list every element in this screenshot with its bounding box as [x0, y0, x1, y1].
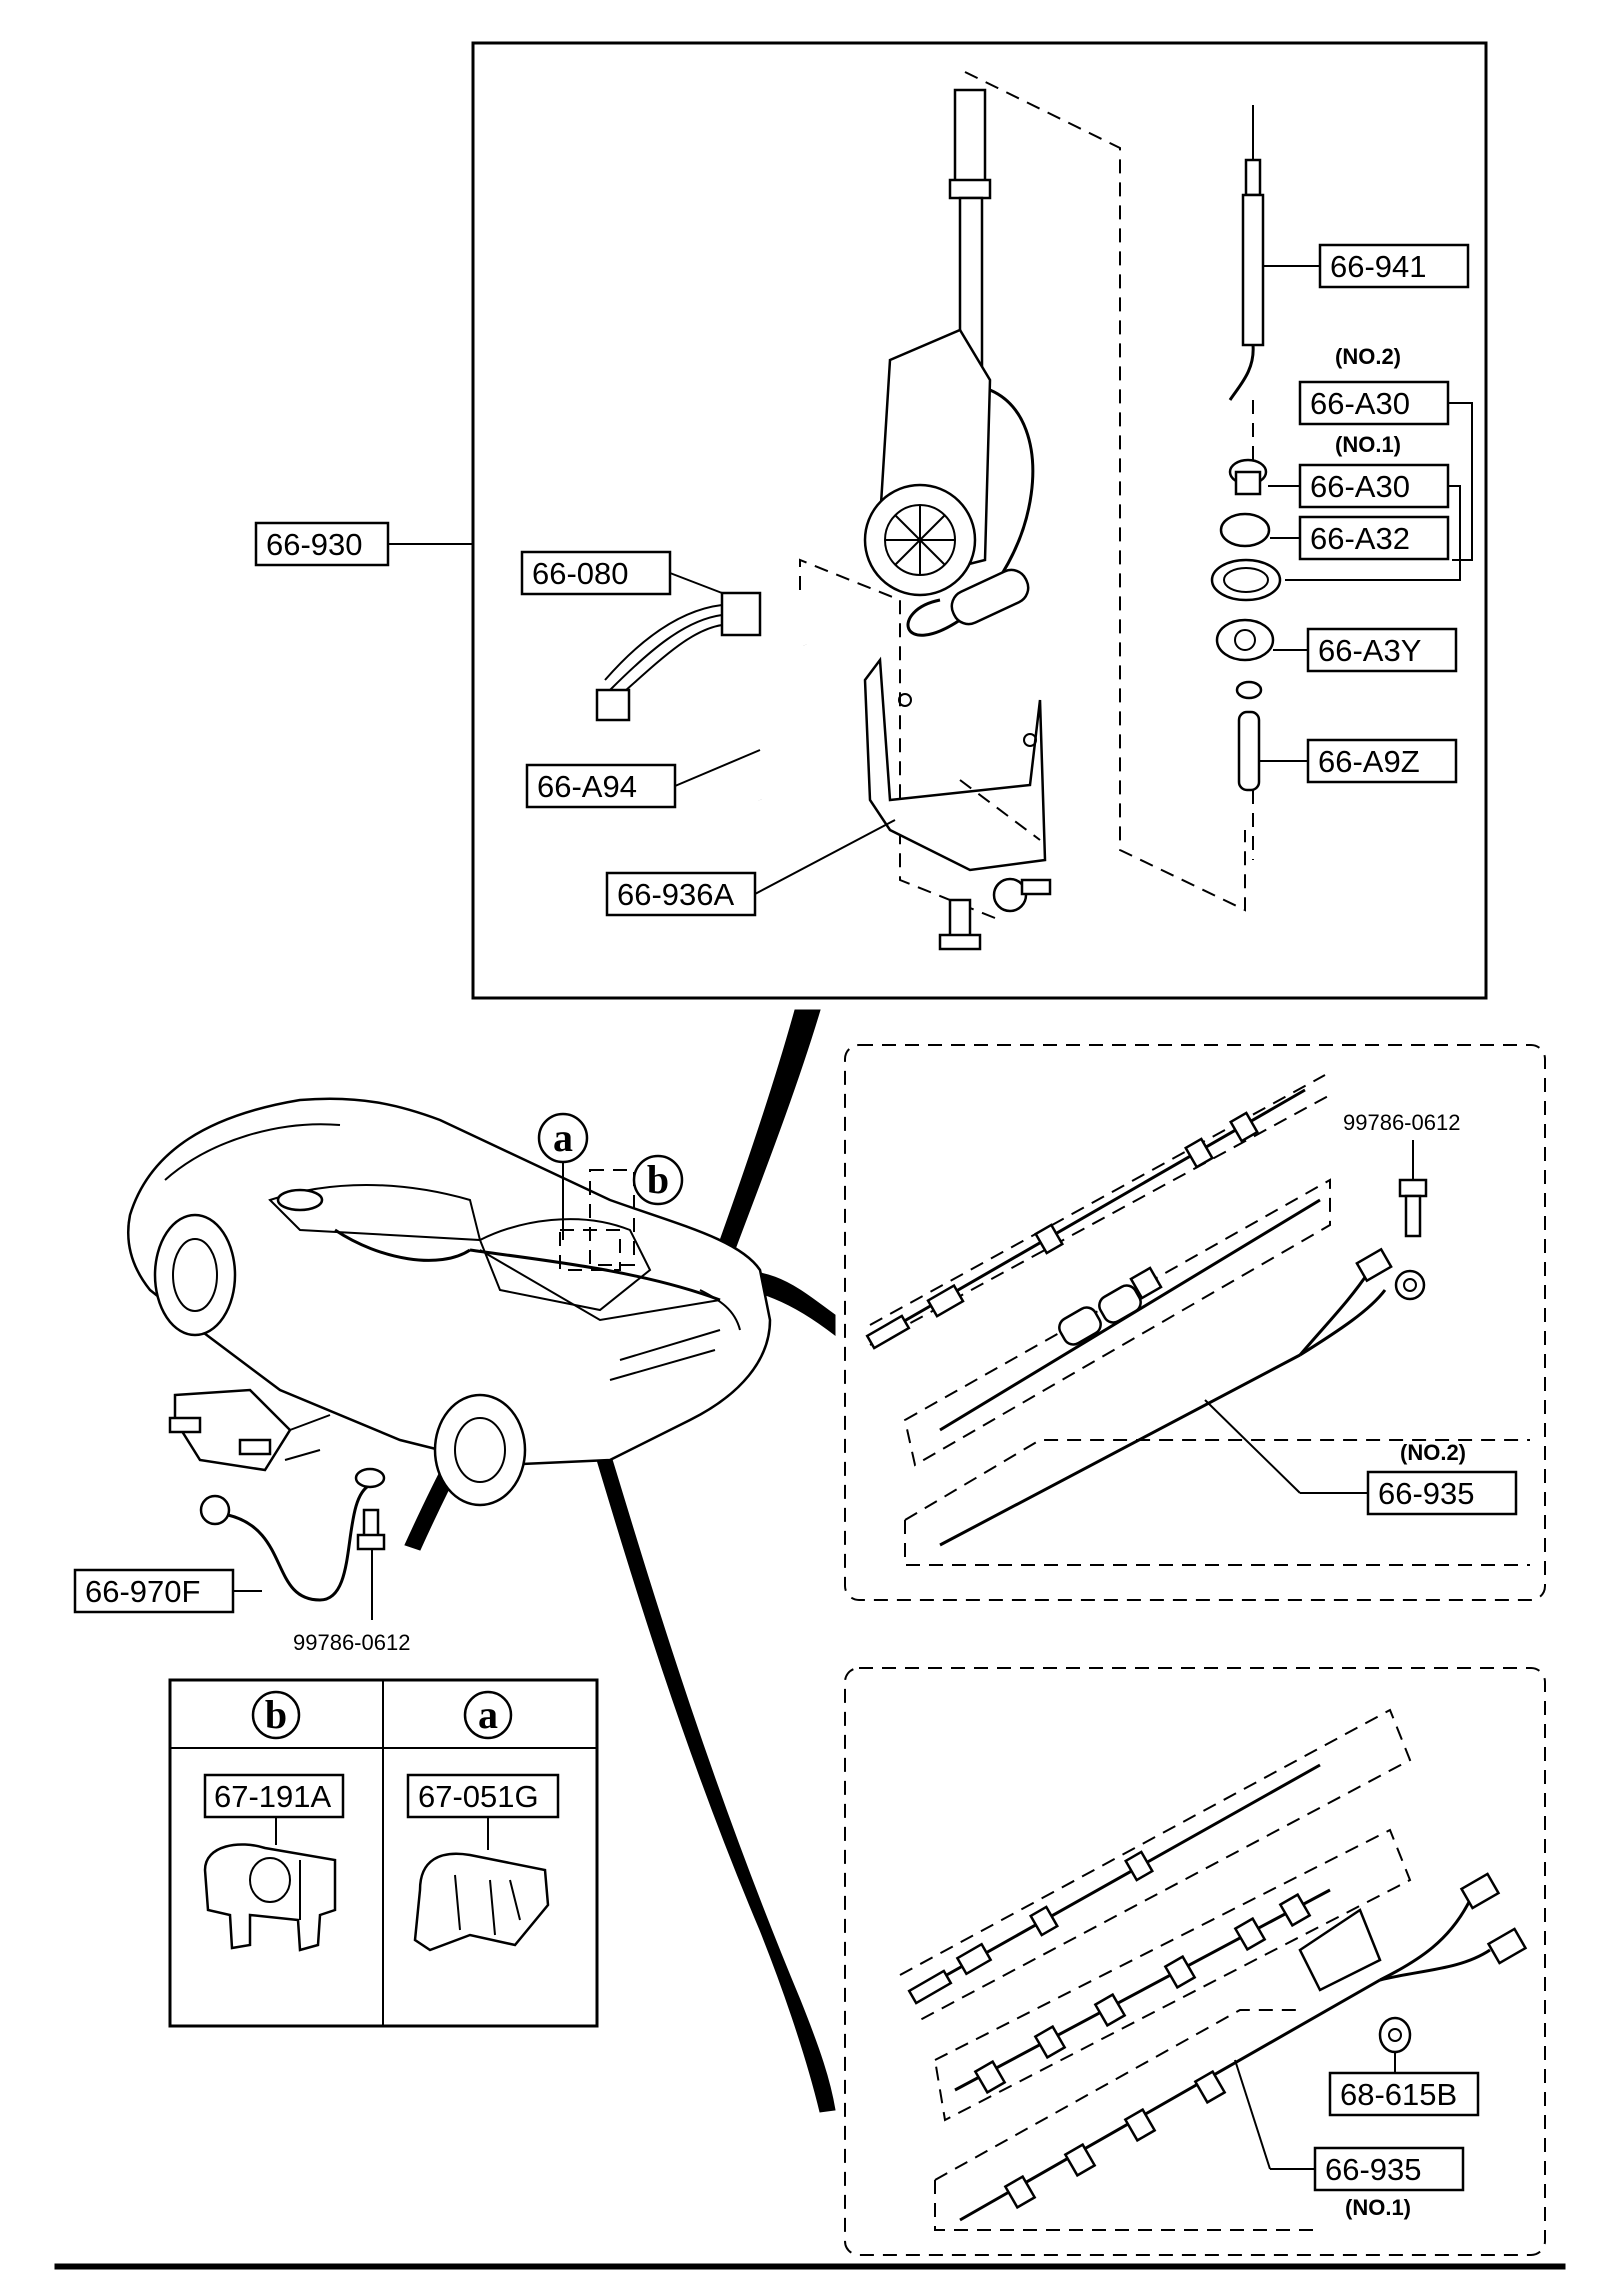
ground-wire-callout: 66-970F: [73, 1568, 262, 1614]
label-66-A3Y: 66-A3Y: [1318, 633, 1421, 668]
clip-icon: [203, 1843, 337, 1952]
clip-marker-b: b: [265, 1692, 287, 1737]
washer-callout: 66-A32: [1270, 515, 1450, 561]
assembly-label: 66-930: [266, 527, 363, 562]
bottom-rule: [54, 2263, 1566, 2270]
grommet-icon: [1378, 2016, 1412, 2073]
connector-callout: 66-080: [520, 550, 723, 596]
label-67-191A: 67-191A: [214, 1779, 332, 1814]
marker-a-text: a: [553, 1115, 573, 1160]
label-66-A30-no1: 66-A30: [1310, 469, 1410, 504]
antenna-motor-icon: [799, 71, 1246, 951]
note-no2: (NO.2): [1335, 344, 1401, 369]
cable-icon: [865, 1088, 1306, 1350]
drain-hose-callout: 66-A94: [525, 749, 761, 809]
note-no1: (NO.1): [1335, 432, 1401, 457]
cable-panel-no1: 68-615B 66-935 (NO.1): [844, 1667, 1546, 2256]
label-66-A9Z: 66-A9Z: [1318, 744, 1420, 779]
label-66-935-no2: 66-935: [1378, 1476, 1475, 1511]
bezel-callout: 66-A3Y: [1273, 627, 1458, 673]
clip-table: b 67-191A a 67-051G: [168, 1678, 599, 2028]
clip-col-a: a 67-051G: [406, 1690, 560, 1952]
label-66-A94: 66-A94: [537, 769, 637, 804]
antenna-rod-icon: [1228, 105, 1265, 465]
top-panel-frame: [471, 41, 1488, 1000]
cable-panel-no1-frame: [844, 1667, 1546, 2256]
label-bolt-99786-no2: 99786-0612: [1343, 1110, 1460, 1135]
drain-hose-icon: [745, 644, 815, 802]
bolt-icon: [1398, 1178, 1428, 1238]
cable-panel-no2: 99786-0612 (NO.2) 66-935: [844, 1044, 1546, 1601]
car-marker-b: b: [589, 1154, 684, 1266]
connector-icon: [595, 591, 762, 722]
cable-icon: [907, 1763, 1321, 2005]
label-66-970F: 66-970F: [85, 1574, 200, 1609]
cable-icon: [939, 1247, 1426, 1547]
nut-no2-callout: (NO.2) 66-A30: [1298, 344, 1473, 561]
clip-icon: [413, 1852, 550, 1952]
label-67-051G: 67-051G: [418, 1779, 539, 1814]
nut-stack-icon: [1210, 458, 1282, 860]
cable-icon: [954, 1888, 1331, 2095]
label-68-615B: 68-615B: [1340, 2077, 1457, 2112]
assembly-callout: 66-930: [254, 521, 473, 567]
label-66-A30-no2: 66-A30: [1310, 386, 1410, 421]
label-66-936A: 66-936A: [617, 877, 735, 912]
grommet-callout: 68-615B: [1328, 2071, 1480, 2117]
note-no2-cable: (NO.2): [1400, 1440, 1466, 1465]
collar-callout: 66-A9Z: [1259, 738, 1458, 784]
label-66-080: 66-080: [532, 556, 629, 591]
assembly-label-box: [254, 521, 390, 567]
top-panel: 66-930: [254, 41, 1488, 1000]
nut-no1-callout: (NO.1) 66-A30: [1268, 432, 1461, 581]
clip-col-b: b 67-191A: [203, 1690, 345, 1952]
sports-car-icon: [126, 1097, 772, 1507]
cable-no1-callout: 66-935 (NO.1): [1234, 2059, 1465, 2220]
label-66-935-no1: 66-935: [1325, 2152, 1422, 2187]
note-no1-cable: (NO.1): [1345, 2195, 1411, 2220]
cable-icon: [939, 1198, 1321, 1432]
marker-b-text: b: [647, 1157, 669, 1202]
label-bolt-99786: 99786-0612: [293, 1630, 410, 1655]
ground-wire-icon: [168, 1388, 386, 1620]
cable-icon: [959, 1872, 1528, 2222]
cable-panel-no2-frame: [844, 1044, 1546, 1601]
label-66-A32: 66-A32: [1310, 521, 1410, 556]
rod-callout: 66-941: [1263, 243, 1470, 289]
label-66-941: 66-941: [1330, 249, 1427, 284]
clip-marker-a: a: [478, 1692, 498, 1737]
bracket-callout: 66-936A: [605, 819, 896, 917]
